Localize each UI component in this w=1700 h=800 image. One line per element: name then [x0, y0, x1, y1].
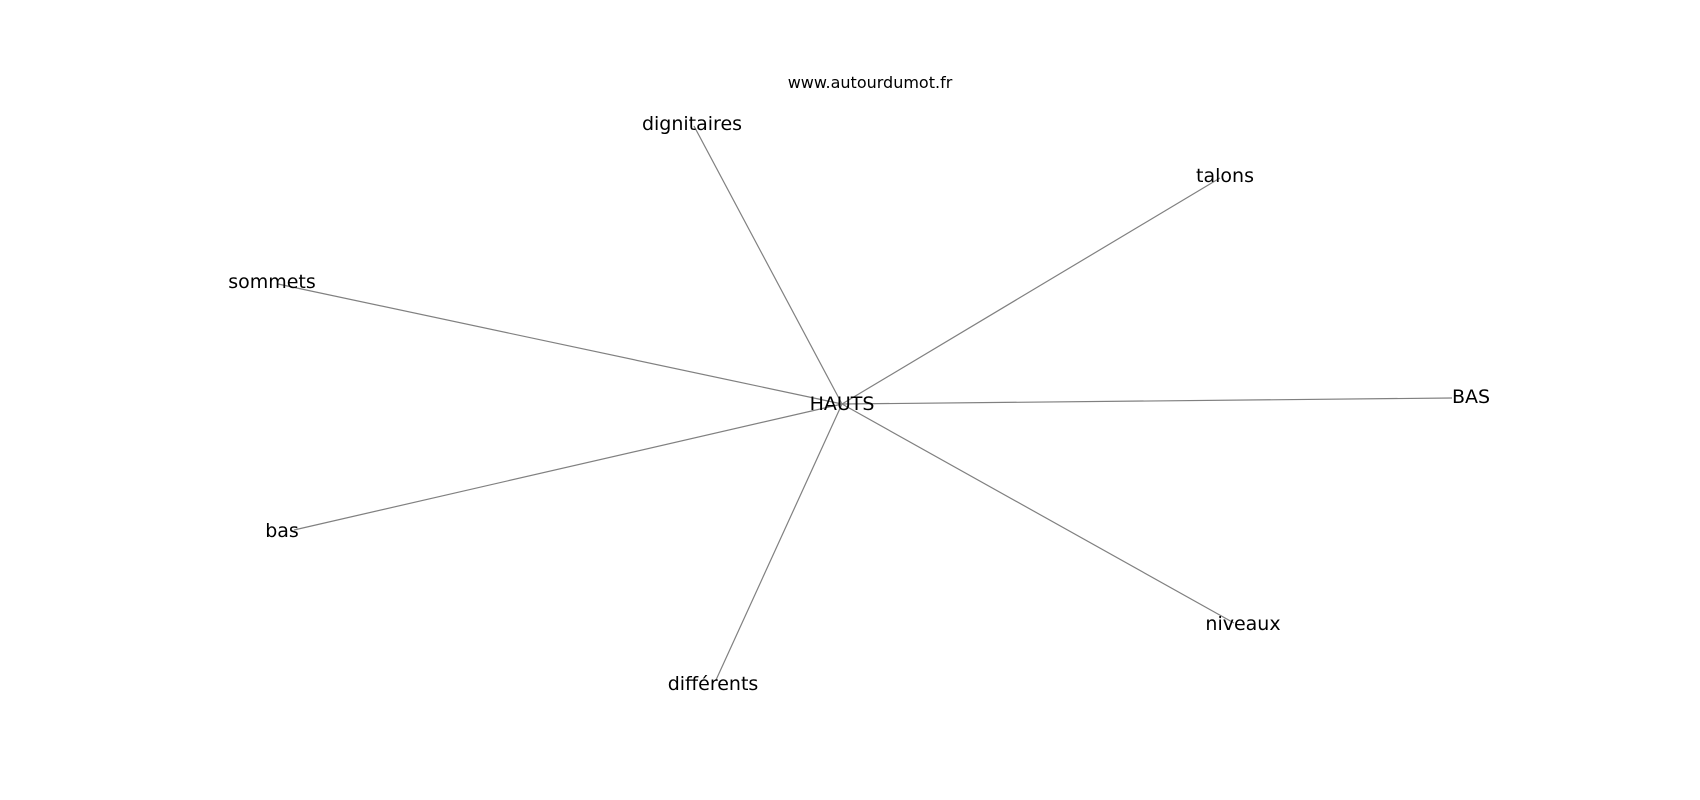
word-label-bas[interactable]: bas — [265, 520, 299, 542]
edges-group — [277, 125, 1453, 681]
word-label-différents[interactable]: différents — [668, 673, 759, 695]
word-label-sommets[interactable]: sommets — [228, 271, 316, 293]
source-label: www.autourdumot.fr — [788, 73, 953, 92]
word-label-talons[interactable]: talons — [1196, 165, 1254, 187]
edge-hauts-niveaux — [841, 403, 1235, 624]
edge-hauts-bas — [841, 397, 1453, 405]
edge-hauts-bas — [293, 403, 843, 531]
edge-hauts-différents — [715, 403, 843, 681]
word-label-bas[interactable]: BAS — [1452, 386, 1490, 408]
edge-hauts-talons — [841, 177, 1221, 405]
word-label-niveaux[interactable]: niveaux — [1205, 613, 1280, 635]
word-label-dignitaires[interactable]: dignitaires — [642, 113, 742, 135]
edge-hauts-sommets — [277, 283, 843, 405]
center-word-label[interactable]: HAUTS — [810, 393, 875, 415]
edge-hauts-dignitaires — [693, 125, 843, 405]
labels-group: www.autourdumot.fr HAUTS dignitaires talo… — [228, 73, 1490, 695]
